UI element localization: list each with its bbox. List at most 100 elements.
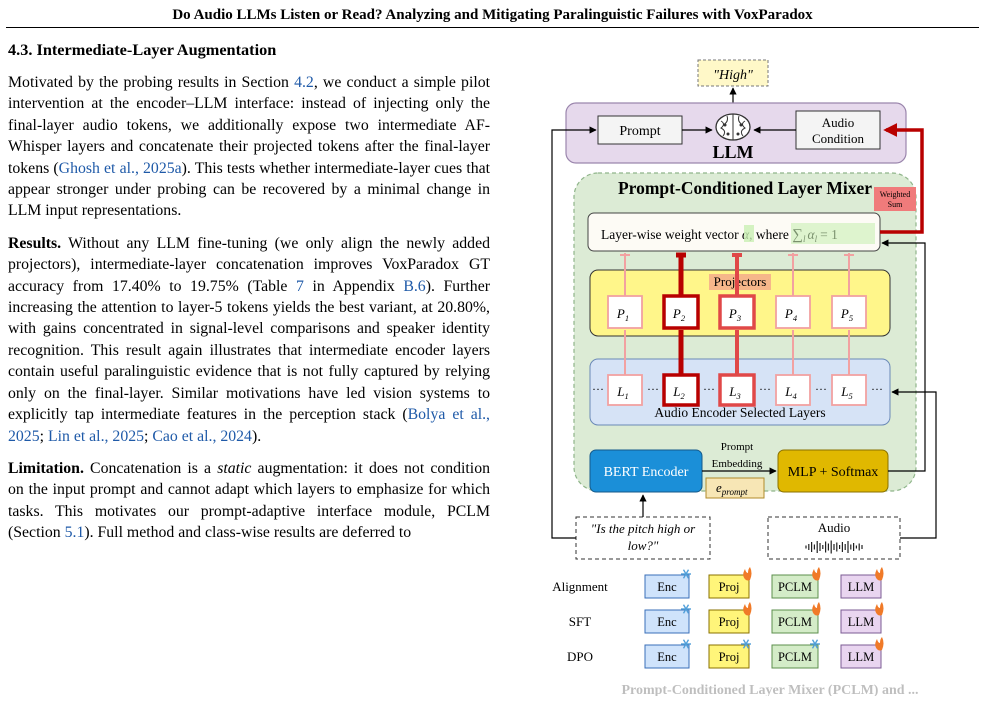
- layer-ellipsis: ···: [871, 382, 883, 396]
- projectors-label-bg: [709, 274, 771, 290]
- stage-module-box: [708, 644, 750, 669]
- output-label: "High": [713, 68, 753, 83]
- flame-icon: [812, 567, 821, 581]
- ref-section-5-1[interactable]: 5.1: [64, 524, 85, 542]
- stage-module-box: [771, 574, 819, 599]
- stage-module-label: LLM: [848, 580, 874, 594]
- flame-icon: [875, 567, 884, 581]
- stage-module-box: [644, 574, 690, 599]
- projector-box: [775, 295, 811, 329]
- stage-module-box: [771, 609, 819, 634]
- question-line2: low?": [628, 538, 659, 553]
- bert-encoder-label: BERT Encoder: [604, 465, 689, 480]
- layer-ellipsis: ···: [703, 382, 715, 396]
- llm-label: LLM: [712, 142, 753, 162]
- stage-module-box: [644, 644, 690, 669]
- question-to-prompt-arrow: [551, 126, 597, 539]
- encoder-layer-box: [831, 374, 867, 406]
- citation-bolya[interactable]: Bolya et al., 2025: [8, 406, 490, 445]
- flame-icon: [812, 602, 821, 616]
- audio-condition-line2: Condition: [812, 131, 865, 146]
- left-column: 4.3. Intermediate-Layer Augmentation Mot…: [8, 40, 490, 555]
- ref-appendix-b6[interactable]: B.6: [403, 277, 426, 295]
- stage-module-label: LLM: [848, 615, 874, 629]
- ref-section-4-2[interactable]: 4.2: [294, 74, 314, 91]
- projector-label: P4: [784, 306, 798, 323]
- stage-module-box: [771, 644, 819, 669]
- stage-module-label: Proj: [719, 580, 740, 594]
- audio-input-box: [767, 516, 901, 560]
- projector-box: [607, 295, 643, 329]
- encoder-layer-box: [662, 373, 700, 407]
- header-rule: [6, 27, 979, 28]
- layer-ellipsis: ···: [759, 382, 771, 396]
- question-box: [575, 516, 711, 560]
- prompt-box: [597, 115, 683, 145]
- prompt-label: Prompt: [619, 124, 660, 139]
- flame-icon: [875, 602, 884, 616]
- stage-label: Alignment: [552, 579, 608, 594]
- figure-caption-partial: Prompt-Conditioned Layer Mixer (PCLM) an…: [621, 683, 918, 696]
- stage-module-label: PCLM: [778, 615, 812, 629]
- citation-ghosh[interactable]: Ghosh et al., 2025a: [58, 159, 182, 177]
- snowflake-icon: [741, 639, 751, 649]
- paragraph-results: Results. Without any LLM fine-tuning (we…: [8, 234, 490, 445]
- paragraph-limitation: Limitation. Concatenation is a static au…: [8, 459, 490, 542]
- stage-label: SFT: [569, 614, 591, 629]
- paragraph-motivation: Motivated by the probing results in Sect…: [8, 74, 491, 220]
- projector-box: [718, 294, 756, 330]
- question-line1: "Is the pitch high or: [591, 521, 696, 536]
- projector-label: P1: [616, 306, 629, 323]
- mlp-to-weights-arrow: [881, 239, 926, 472]
- section-heading: 4.3. Intermediate-Layer Augmentation: [8, 40, 277, 59]
- stage-module-label: Proj: [719, 650, 740, 664]
- stage-module-label: PCLM: [778, 650, 812, 664]
- snowflake-icon: [681, 569, 691, 579]
- encoder-layer-label: L2: [672, 384, 685, 401]
- flame-icon: [743, 567, 752, 581]
- audio-input-label: Audio: [818, 520, 851, 535]
- audio-waveform-icon: [805, 540, 863, 554]
- stage-module-box: [840, 609, 882, 634]
- stage-module-box: [708, 574, 750, 599]
- prompt-embedding-line1: Prompt: [721, 441, 753, 453]
- stage-module-box: [840, 644, 882, 669]
- projector-label: P3: [728, 306, 741, 323]
- stage-module-label: Enc: [657, 650, 677, 664]
- projector-label: P5: [840, 306, 853, 323]
- projector-box: [662, 294, 700, 330]
- citation-cao[interactable]: Cao et al., 2024: [152, 427, 252, 445]
- prompt-embedding-line2: Embedding: [712, 458, 763, 470]
- encoder-layer-label: L1: [616, 384, 628, 401]
- output-box: [697, 59, 769, 87]
- encoder-layer-label: L5: [840, 384, 852, 401]
- sum-highlight: [791, 223, 875, 244]
- mixer-title: Prompt-Conditioned Layer Mixer: [618, 178, 872, 198]
- layer-ellipsis: ···: [815, 382, 827, 396]
- encoder-layer-box: [607, 374, 643, 406]
- run-in-limitation: Limitation.: [8, 459, 84, 477]
- encoder-layers-label: Audio Encoder Selected Layers: [654, 405, 825, 420]
- encoder-layer-label: L4: [784, 384, 797, 401]
- weighted-sum-tag: [874, 187, 916, 211]
- pclm-diagram: "High" Prompt Audio Condition LLM Prompt…: [551, 59, 937, 698]
- weighted-sum-path: [880, 123, 924, 234]
- stage-label: DPO: [567, 649, 593, 664]
- citation-lin[interactable]: Lin et al., 2025: [47, 427, 145, 445]
- projector-box: [831, 295, 867, 329]
- encoder-layer-box: [718, 373, 756, 407]
- snowflake-icon: [681, 604, 691, 614]
- encoder-layer-label: L3: [728, 384, 740, 401]
- audio-to-encoder-arrow: [891, 388, 937, 539]
- run-in-results: Results.: [8, 234, 62, 252]
- ref-table-7[interactable]: 7: [296, 277, 304, 295]
- pclm-figure: "High" Prompt Audio Condition LLM Prompt…: [540, 48, 985, 698]
- layer-ellipsis: ···: [647, 382, 659, 396]
- alpha-highlight: [744, 225, 754, 242]
- mlp-softmax-label: MLP + Softmax: [788, 465, 879, 480]
- stage-module-box: [644, 609, 690, 634]
- projector-label: P2: [672, 306, 686, 323]
- encoder-layer-box: [775, 374, 811, 406]
- stage-module-label: Proj: [719, 615, 740, 629]
